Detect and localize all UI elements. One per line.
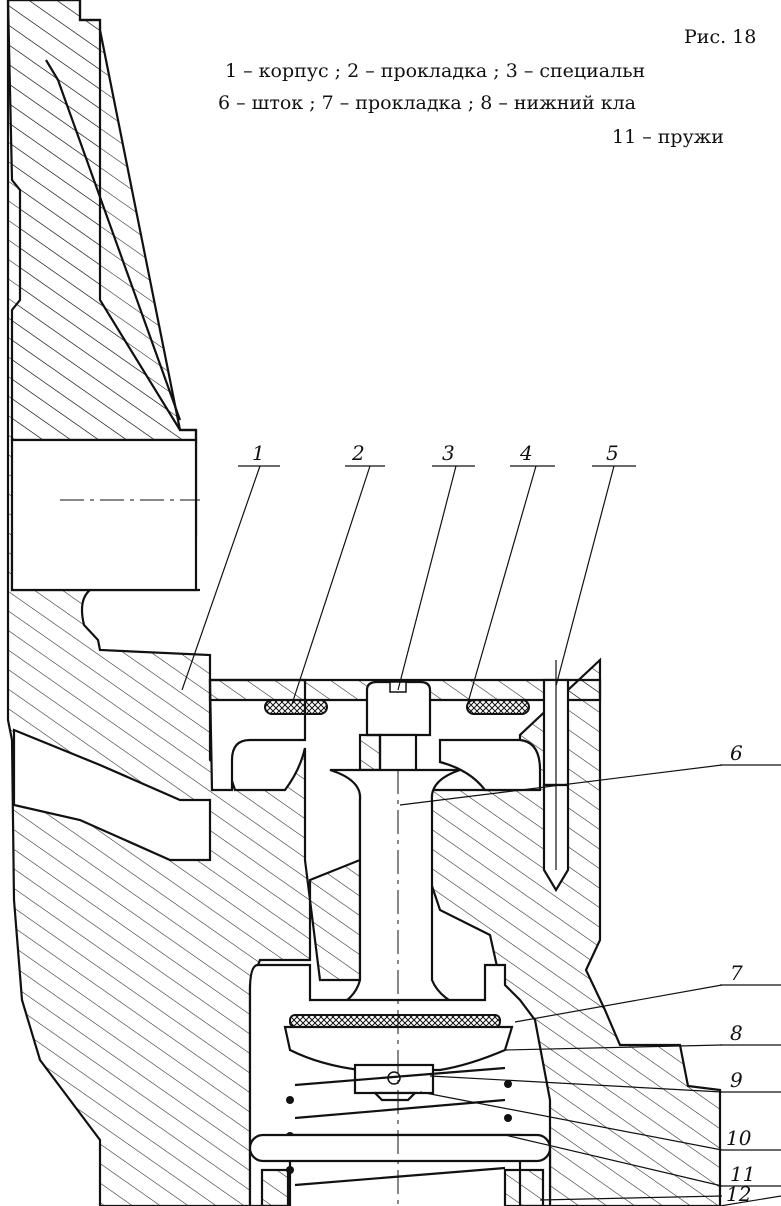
gasket-7 <box>289 1014 501 1028</box>
callout-9: 9 <box>730 1068 743 1092</box>
callout-numbers: 1 2 3 4 5 6 7 8 9 10 11 12 <box>252 441 755 1206</box>
flange-gusset <box>45 59 182 421</box>
gasket-2 <box>264 699 328 715</box>
valve-seat <box>358 733 382 772</box>
callout-4: 4 <box>519 441 533 465</box>
inlet-channel <box>12 728 212 862</box>
housing-body <box>6 0 722 1206</box>
legend-line-2: 6 – шток ; 7 – прокладка ; 8 – нижний кл… <box>218 92 636 114</box>
center-lines <box>60 499 399 1206</box>
upper-chamber-right <box>438 738 542 792</box>
callout-1: 1 <box>252 441 265 465</box>
callout-11: 11 <box>730 1162 755 1186</box>
gasket-4 <box>466 699 530 715</box>
callout-12: 12 <box>726 1182 751 1206</box>
legend-line-1: 1 – корпус ; 2 – прокладка ; 3 – специал… <box>225 60 646 82</box>
figure-title: Рис. 18 <box>684 26 757 48</box>
callout-2: 2 <box>351 441 365 465</box>
callout-7: 7 <box>730 961 743 985</box>
callout-3: 3 <box>442 441 455 465</box>
stud-5 <box>542 660 570 893</box>
callout-5: 5 <box>606 441 619 465</box>
special-screw-3 <box>365 680 432 773</box>
callout-8: 8 <box>730 1021 743 1045</box>
callout-6: 6 <box>730 741 743 765</box>
callout-10: 10 <box>726 1126 752 1150</box>
leader-lines <box>181 465 781 1206</box>
lower-valve-8 <box>283 1025 514 1072</box>
legend-line-3: 11 – пружи <box>612 126 724 148</box>
washer-12 <box>248 1133 552 1206</box>
